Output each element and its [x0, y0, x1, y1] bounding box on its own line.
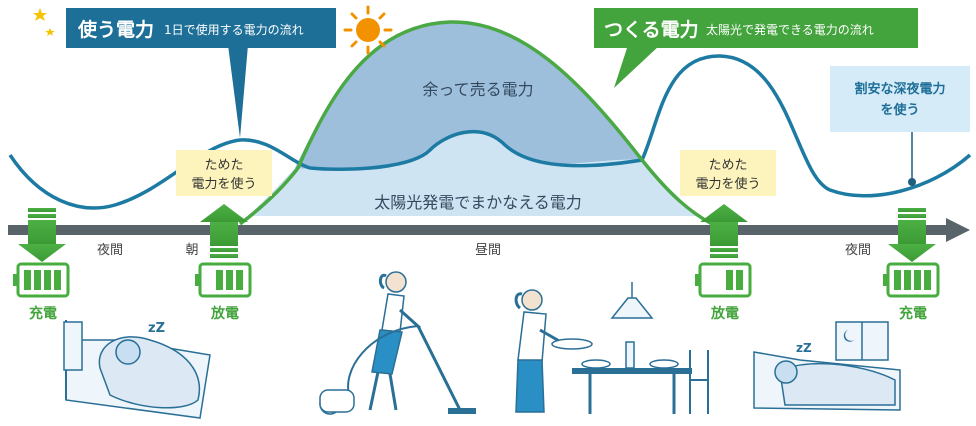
label-discharge-right: 放電: [710, 305, 739, 322]
serving-woman-illustration: [514, 289, 593, 413]
sleeping-person-right-illustration: zZ: [753, 321, 901, 411]
timeline-arrowhead: [946, 218, 970, 242]
svg-text:電力を使う: 電力を使う: [191, 176, 256, 192]
svg-text:割安な深夜電力: 割安な深夜電力: [854, 81, 945, 97]
make-power-subtitle: 太陽光で発電できる電力の流れ: [706, 22, 874, 37]
time-daytime: 昼間: [475, 243, 501, 258]
discharge-arrow-right: [700, 204, 748, 258]
make-power-title: つくる電力: [604, 18, 699, 41]
label-discharge-left: 放電: [210, 305, 239, 322]
make-power-callout: つくる電力 太陽光で発電できる電力の流れ: [594, 8, 918, 88]
time-night-left: 夜間: [97, 243, 123, 258]
battery-full-left-icon: [13, 262, 70, 298]
solar-cover-label: 太陽光発電でまかなえる電力: [374, 193, 582, 212]
zzz-left-icon: zZ: [148, 321, 165, 336]
svg-text:を使う: を使う: [880, 102, 919, 118]
use-power-callout: 使う電力 1日で使用する電力の流れ: [66, 8, 336, 138]
stored-power-left-box: ためた 電力を使う: [176, 150, 272, 196]
charge-arrow-right: [888, 208, 936, 262]
surplus-label: 余って売る電力: [422, 80, 533, 99]
label-charge-right: 充電: [899, 305, 927, 322]
svg-text:ためた: ためた: [708, 158, 747, 173]
label-charge-left: 充電: [29, 305, 57, 322]
generation-curve: [238, 20, 713, 226]
timeline-bar: [8, 225, 953, 235]
time-night-right: 夜間: [845, 243, 871, 258]
dining-table-illustration: [572, 282, 709, 414]
time-morning: 朝: [185, 243, 198, 258]
use-power-subtitle: 1日で使用する電力の流れ: [164, 22, 304, 37]
battery-low-right-icon: [695, 262, 752, 298]
battery-partial-left-icon: [195, 262, 252, 298]
discharge-arrow-left: [200, 204, 248, 258]
svg-text:ためた: ためた: [204, 158, 243, 173]
night-cheap-box: 割安な深夜電力 を使う: [830, 66, 970, 186]
charge-arrow-left: [18, 208, 66, 262]
sun-icon: [343, 5, 393, 55]
svg-text:電力を使う: 電力を使う: [695, 176, 760, 192]
surplus-area: [295, 21, 642, 171]
moon-icon: [13, 8, 55, 43]
solar-covered-area: [248, 130, 700, 216]
sleeping-person-left-illustration: zZ: [63, 320, 211, 419]
stored-power-right-box: ためた 電力を使う: [680, 150, 776, 196]
use-power-title: 使う電力: [77, 18, 154, 41]
battery-full-right-icon: [883, 262, 940, 298]
vacuuming-woman-illustration: [319, 271, 476, 415]
zzz-right-icon: zZ: [796, 341, 812, 355]
